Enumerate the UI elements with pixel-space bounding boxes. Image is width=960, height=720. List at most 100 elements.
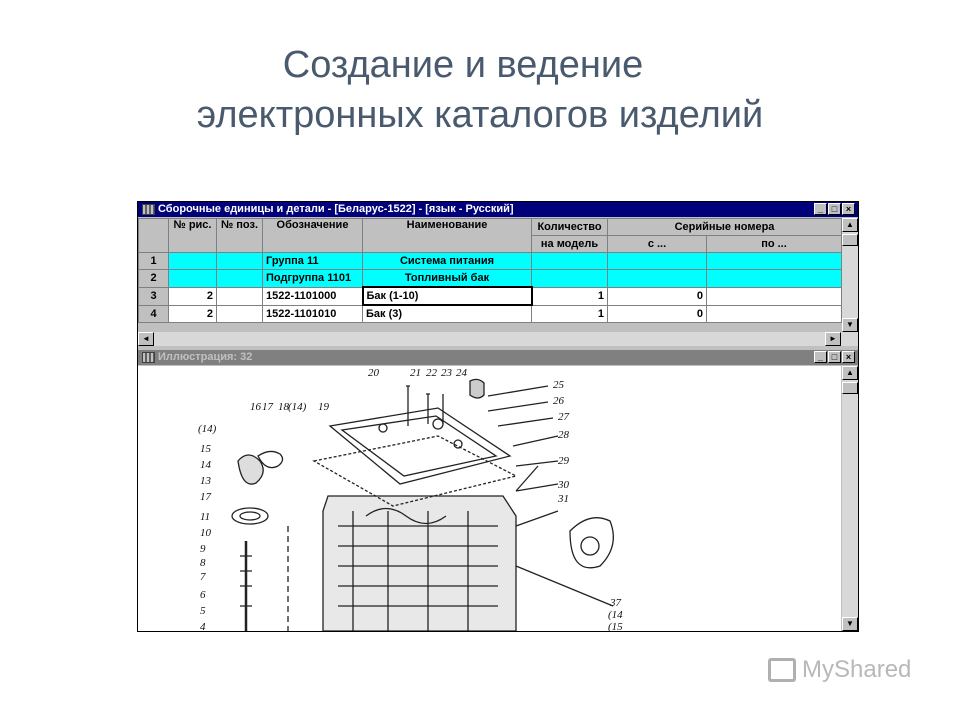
scroll-left-arrow-icon[interactable]: ◄ [138, 332, 154, 346]
cell-fig[interactable]: 2 [168, 304, 217, 323]
scroll-up-arrow-icon[interactable]: ▲ [842, 366, 858, 380]
watermark: MyShared [768, 656, 911, 684]
svg-text:15: 15 [200, 443, 212, 455]
cell-designation[interactable]: 1522-1101010 [262, 304, 363, 323]
maximize-button[interactable]: □ [828, 203, 841, 215]
svg-text:25: 25 [553, 379, 565, 391]
parts-table: № рис. № поз. Обозначение Наименование К… [138, 218, 843, 323]
svg-text:37: 37 [609, 597, 622, 609]
svg-text:31: 31 [557, 493, 569, 505]
svg-text:13: 13 [200, 475, 212, 487]
column-header-qty[interactable]: Количество [531, 218, 608, 236]
cell-qty[interactable]: 1 [531, 286, 608, 306]
cell-from[interactable]: 0 [607, 304, 707, 323]
svg-text:17: 17 [262, 401, 274, 413]
close-button[interactable]: × [842, 203, 855, 215]
svg-text:26: 26 [553, 395, 565, 407]
svg-text:27: 27 [558, 411, 570, 423]
column-header-serial-from[interactable]: с ... [607, 235, 707, 253]
corner-header[interactable] [138, 218, 169, 253]
column-header-pos[interactable]: № поз. [216, 218, 263, 253]
cell-name[interactable]: Система питания [362, 252, 532, 270]
cell-pos[interactable] [216, 286, 263, 306]
cell-from[interactable]: 0 [607, 286, 707, 306]
scroll-up-arrow-icon[interactable]: ▲ [842, 218, 858, 232]
svg-text:7: 7 [200, 571, 206, 583]
column-header-serial-to[interactable]: по ... [705, 235, 843, 253]
table-row[interactable]: 4 2 1522-1101010 Бак (3) 1 0 [138, 304, 843, 323]
row-number[interactable]: 4 [138, 304, 169, 323]
table-horizontal-scrollbar[interactable]: ◄ ► [138, 332, 858, 346]
cell-qty[interactable]: 1 [531, 304, 608, 323]
svg-text:16: 16 [250, 401, 262, 413]
column-header-fig[interactable]: № рис. [168, 218, 217, 253]
svg-text:10: 10 [200, 527, 212, 539]
table-vertical-scrollbar[interactable]: ▲ ▼ [842, 218, 858, 332]
svg-text:5: 5 [200, 605, 206, 617]
cell-pos[interactable] [216, 252, 263, 270]
grid-app-icon[interactable] [142, 204, 155, 215]
column-header-serial[interactable]: Серийные номера [606, 218, 843, 236]
scroll-thumb[interactable] [842, 234, 858, 246]
row-number[interactable]: 3 [138, 286, 169, 306]
minimize-button[interactable]: _ [814, 351, 827, 363]
row-number[interactable]: 2 [138, 269, 169, 288]
cell-fig[interactable]: 2 [168, 286, 217, 306]
cell-pos[interactable] [216, 269, 263, 288]
cell-name-selected[interactable]: Бак (1-10) [361, 286, 533, 306]
cell-from[interactable] [607, 269, 707, 288]
illustration-vertical-scrollbar[interactable]: ▲ ▼ [842, 366, 858, 631]
cell-to[interactable] [705, 269, 843, 288]
svg-text:28: 28 [558, 429, 570, 441]
svg-text:(14): (14) [288, 401, 307, 413]
scroll-right-arrow-icon[interactable]: ► [825, 332, 841, 346]
watermark-text: MyShared [802, 656, 912, 683]
cell-fig[interactable] [168, 252, 217, 270]
cell-pos[interactable] [216, 304, 263, 323]
cell-designation[interactable]: 1522-1101000 [262, 286, 363, 306]
column-header-name[interactable]: Наименование [362, 218, 532, 253]
svg-text:(15: (15 [608, 621, 623, 631]
svg-text:23: 23 [441, 367, 453, 379]
cell-designation[interactable]: Группа 11 [262, 252, 363, 270]
grid-app-icon[interactable] [142, 352, 155, 363]
svg-text:4: 4 [200, 621, 206, 631]
cell-designation[interactable]: Подгруппа 1101 [262, 269, 363, 288]
svg-text:(14: (14 [608, 609, 623, 621]
illustration-window-titlebar[interactable]: Иллюстрация: 32 _ □ × [138, 350, 858, 365]
cell-fig[interactable] [168, 269, 217, 288]
cell-from[interactable] [607, 252, 707, 270]
minimize-button[interactable]: _ [814, 203, 827, 215]
cell-qty[interactable] [531, 269, 608, 288]
scroll-down-arrow-icon[interactable]: ▼ [842, 617, 858, 631]
scroll-thumb[interactable] [842, 382, 858, 394]
cell-name[interactable]: Топливный бак [362, 269, 532, 288]
table-row[interactable]: 2 Подгруппа 1101 Топливный бак [138, 269, 843, 288]
svg-text:14: 14 [200, 459, 212, 471]
cell-name[interactable]: Бак (3) [362, 304, 532, 323]
svg-text:30: 30 [557, 479, 570, 491]
cell-to[interactable] [705, 252, 843, 270]
svg-text:8: 8 [200, 557, 206, 569]
cell-qty[interactable] [531, 252, 608, 270]
catalog-window: Сборочные единицы и детали - [Беларус-15… [138, 202, 858, 351]
svg-text:18: 18 [278, 401, 290, 413]
illustration-window-title: Иллюстрация: 32 [158, 351, 253, 363]
maximize-button[interactable]: □ [828, 351, 841, 363]
table-row[interactable]: 3 2 1522-1101000 Бак (1-10) 1 0 [138, 286, 843, 306]
cell-to[interactable] [705, 304, 843, 323]
column-header-designation[interactable]: Обозначение [262, 218, 363, 253]
catalog-window-titlebar[interactable]: Сборочные единицы и детали - [Беларус-15… [138, 202, 858, 217]
svg-text:21: 21 [410, 367, 421, 379]
svg-text:24: 24 [456, 367, 468, 379]
close-button[interactable]: × [842, 351, 855, 363]
scroll-down-arrow-icon[interactable]: ▼ [842, 318, 858, 332]
cell-to[interactable] [705, 286, 843, 306]
column-header-qty-sub[interactable]: на модель [531, 235, 608, 253]
table-row[interactable]: 1 Группа 11 Система питания [138, 252, 843, 270]
presentation-icon [768, 658, 796, 682]
application-screenshot: Сборочные единицы и детали - [Беларус-15… [137, 201, 859, 632]
row-number[interactable]: 1 [138, 252, 169, 270]
